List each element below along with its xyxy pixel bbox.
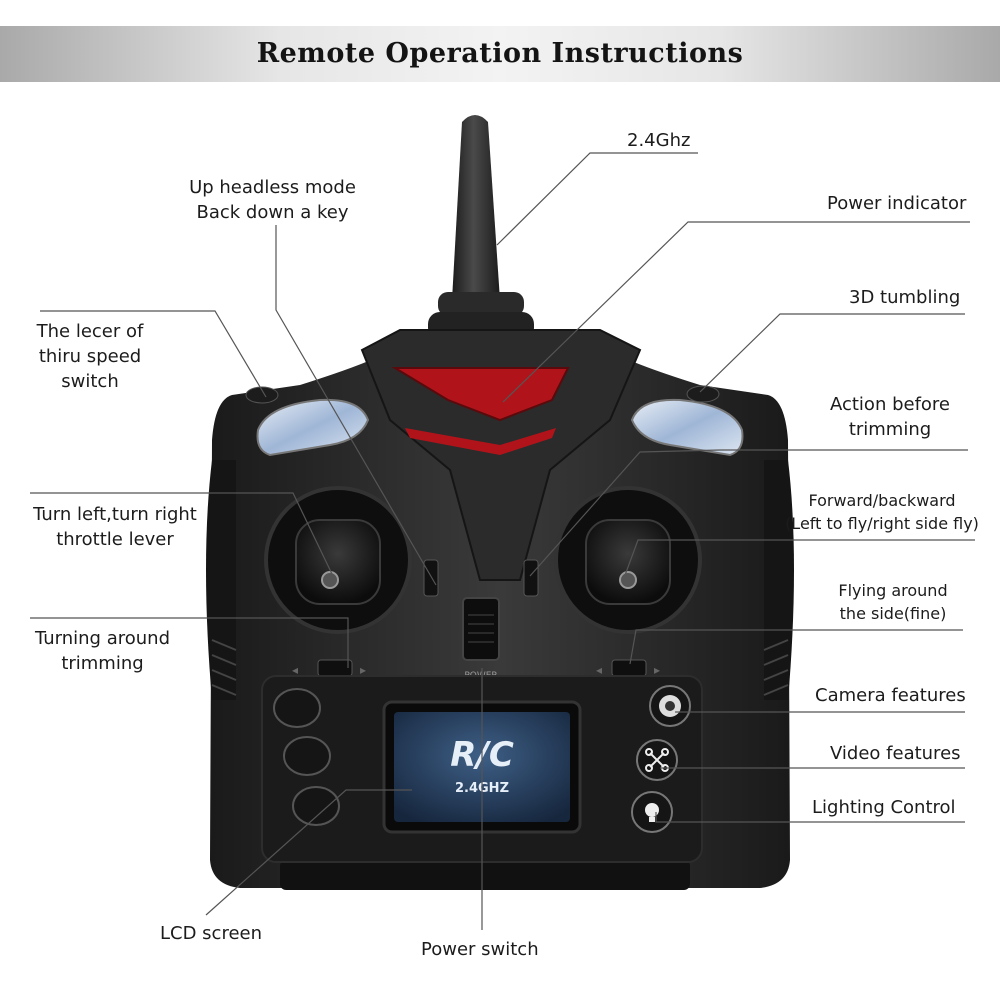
label-3d-tumbling: 3D tumbling (849, 287, 961, 308)
label-speed-switch-line2: thiru speed (38, 346, 142, 367)
camera-button[interactable] (649, 685, 691, 727)
label-speed-switch-line3: switch (61, 371, 119, 392)
leader-lines (30, 152, 975, 930)
right-horizontal-trim[interactable] (611, 659, 647, 677)
label-lighting-control: Lighting Control (812, 797, 956, 818)
svg-text:▸: ▸ (654, 663, 660, 677)
right-led-panel (630, 398, 744, 457)
antenna (428, 115, 534, 340)
left-joystick[interactable] (295, 519, 381, 605)
label-power-indicator: Power indicator (827, 193, 967, 214)
right-vertical-trim[interactable] (523, 559, 539, 597)
label-turning-trimming-line2: trimming (61, 653, 144, 674)
label-headless-mode-line2: Back down a key (196, 202, 349, 223)
video-button[interactable] (636, 739, 678, 781)
speed-switch-button[interactable] (245, 386, 279, 404)
label-speed-switch-line1: The lecer of (36, 321, 144, 342)
svg-text:◂: ◂ (292, 663, 298, 677)
left-button-1[interactable] (273, 688, 321, 728)
label-lcd-screen: LCD screen (160, 923, 263, 944)
left-led-panel (256, 398, 370, 457)
page-title: Remote Operation Instructions (256, 38, 744, 69)
svg-text:◂: ◂ (596, 663, 602, 677)
title-banner: Remote Operation Instructions (0, 26, 1000, 82)
lighting-button[interactable] (631, 791, 673, 833)
label-forward-backward-line1: Forward/backward (808, 491, 956, 510)
label-video-features: Video features (830, 743, 961, 764)
label-headless-mode-line1: Up headless mode (189, 177, 356, 198)
label-flying-side-line1: Flying around (838, 581, 948, 600)
left-button-3[interactable] (292, 786, 340, 826)
left-vertical-trim[interactable] (423, 559, 439, 597)
label-action-trimming-line2: trimming (848, 419, 932, 440)
tumbling-button[interactable] (686, 385, 720, 403)
label-antenna: 2.4Ghz (627, 130, 691, 151)
label-forward-backward-line2: (Left to fly/right side fly) (785, 514, 979, 533)
svg-text:▸: ▸ (360, 663, 366, 677)
left-horizontal-trim[interactable] (317, 659, 353, 677)
label-camera-features: Camera features (815, 685, 966, 706)
label-flying-side-line2: the side(fine) (839, 604, 947, 623)
right-joystick[interactable] (585, 519, 671, 605)
label-throttle-line1: Turn left,turn right (33, 504, 197, 525)
label-turning-trimming-line1: Turning around (34, 628, 170, 649)
left-button-2[interactable] (283, 736, 331, 776)
label-action-trimming-line1: Action before (829, 394, 951, 415)
label-power-switch: Power switch (421, 939, 539, 960)
power-switch[interactable] (462, 597, 500, 661)
label-throttle-line2: throttle lever (56, 529, 174, 550)
